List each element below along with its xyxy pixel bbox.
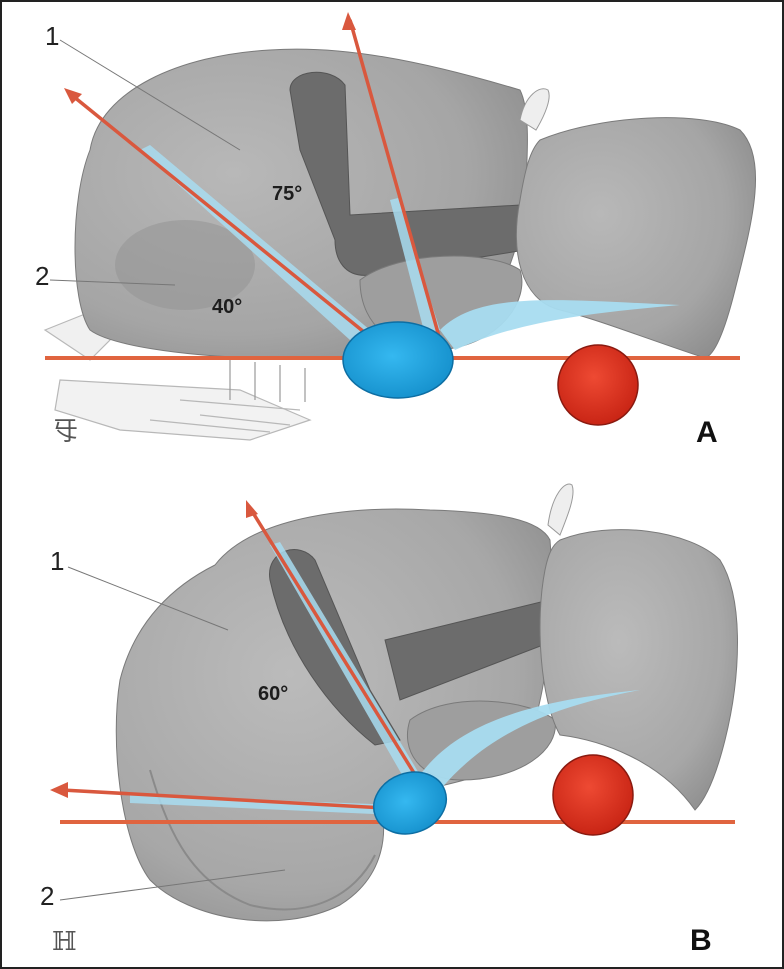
callout-2-a: 2	[35, 261, 49, 291]
callout-1-b: 1	[50, 546, 64, 576]
top-tube-b	[548, 484, 573, 535]
red-disc-a	[558, 345, 638, 425]
panel-letter-a: A	[696, 416, 718, 449]
angle-label-40: 40°	[212, 296, 242, 318]
angle-label-75: 75°	[272, 183, 302, 205]
panel-letter-b: B	[690, 924, 712, 957]
panel-b: 1 2 60° B ℍ	[40, 484, 738, 957]
panel-a: 1 2 75° 40° A 㸦	[35, 12, 756, 449]
angle-label-60: 60°	[258, 683, 288, 705]
callout-2-b: 2	[40, 881, 54, 911]
signature-b: ℍ	[52, 927, 77, 957]
ampulla-ellipse-a	[343, 322, 453, 398]
ray-75-arrowhead	[342, 12, 356, 30]
callout-1-a: 1	[45, 21, 59, 51]
right-lobe-organ	[516, 118, 755, 358]
signature-a: 㸦	[52, 417, 78, 447]
red-disc-b	[553, 755, 633, 835]
ray-horizontal-arrowhead	[50, 782, 68, 798]
